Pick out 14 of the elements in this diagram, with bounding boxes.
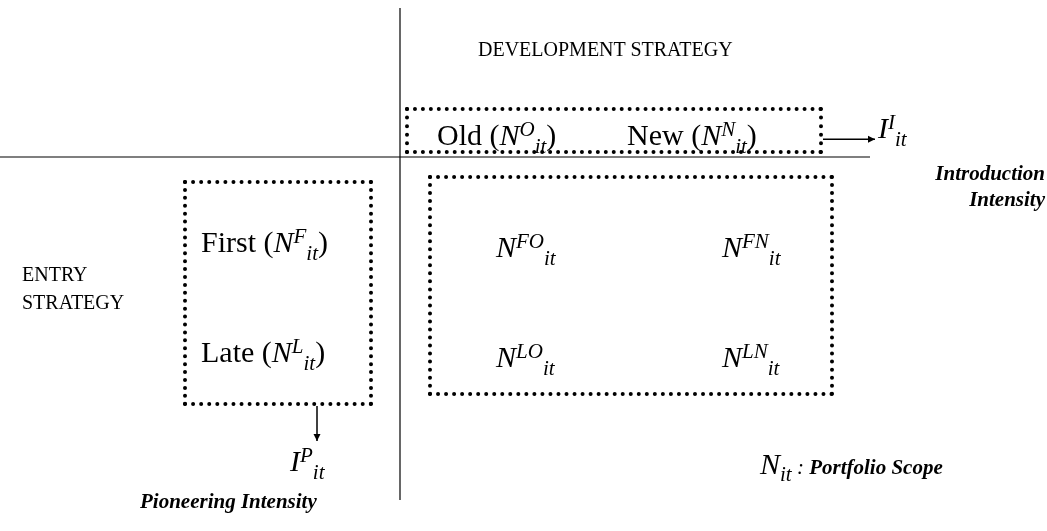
arrow bbox=[822, 135, 876, 143]
dotted-group-box bbox=[405, 107, 823, 154]
variable-caption: Introduction Intensity bbox=[934, 160, 1045, 213]
arrow bbox=[313, 405, 321, 442]
axis-heading: ENTRY STRATEGY bbox=[22, 262, 126, 315]
dotted-group-box bbox=[428, 175, 834, 396]
category-term: New (N$^{N}$$_{it}$) bbox=[627, 119, 757, 157]
variable-caption: Pioneering Intensity bbox=[140, 488, 318, 515]
category-term: Old (N$^{O}$$_{it}$) bbox=[437, 119, 557, 157]
legend-note: N$_{it}$ : Portfolio Scope bbox=[760, 446, 943, 489]
axis-heading: DEVELOPMENT STRATEGY bbox=[478, 37, 733, 62]
category-term: First (N$^{F}$$_{it}$) bbox=[201, 226, 329, 264]
category-term: Late (N$^{L}$$_{it}$) bbox=[201, 336, 326, 374]
dotted-group-box bbox=[183, 180, 373, 406]
